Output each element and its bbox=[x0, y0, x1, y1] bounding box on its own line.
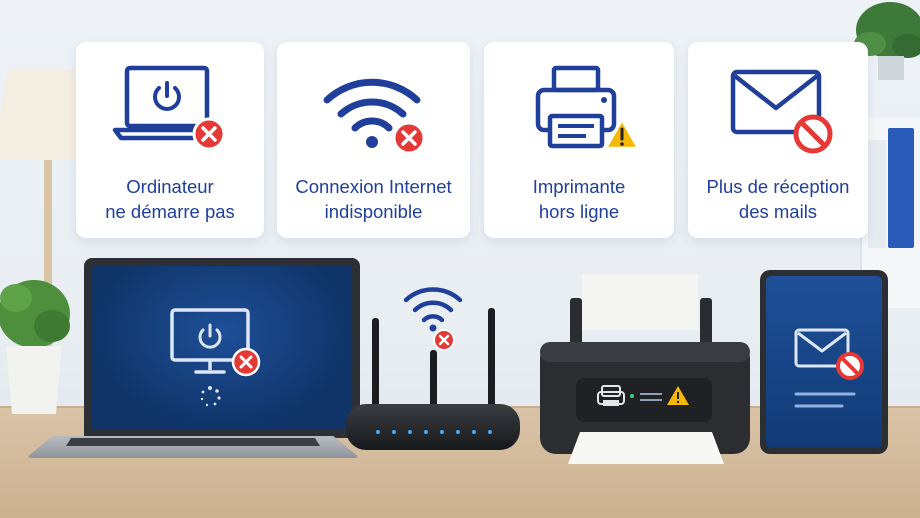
laptop-device bbox=[26, 258, 360, 478]
printer-device bbox=[540, 274, 750, 464]
tablet-screen bbox=[766, 276, 882, 448]
issue-card-internet[interactable]: Connexion Internet indisponible bbox=[277, 42, 470, 238]
label-line: Plus de réception bbox=[706, 176, 850, 197]
binder-white bbox=[868, 140, 886, 248]
floor-lamp-shade bbox=[0, 70, 90, 160]
laptop-screen bbox=[92, 266, 352, 430]
issue-label-printer: Imprimante hors ligne bbox=[489, 174, 669, 224]
router-wifi-error-icon bbox=[403, 287, 463, 351]
router-body bbox=[346, 404, 520, 450]
laptop-hinge bbox=[66, 438, 320, 446]
mail-blocked-icon bbox=[730, 69, 833, 154]
wifi-error-icon bbox=[323, 78, 425, 155]
router-antenna bbox=[372, 318, 379, 410]
tablet-device bbox=[760, 270, 888, 454]
laptop-power-error-icon bbox=[112, 65, 226, 151]
monitor-power-error-icon bbox=[170, 308, 261, 407]
plant-top-right-icon bbox=[854, 2, 920, 80]
label-line: Connexion Internet bbox=[295, 176, 452, 197]
floor-lamp-pole bbox=[44, 150, 52, 410]
label-line: des mails bbox=[738, 201, 818, 222]
issue-card-printer[interactable]: Imprimante hors ligne bbox=[484, 42, 674, 238]
laptop-lid bbox=[84, 258, 360, 438]
label-line: Ordinateur bbox=[126, 176, 214, 197]
router-antenna bbox=[488, 308, 495, 410]
issue-label-internet: Connexion Internet indisponible bbox=[284, 174, 464, 224]
label-line: indisponible bbox=[324, 201, 423, 222]
plant-left-icon bbox=[0, 280, 70, 414]
router-antenna bbox=[430, 350, 437, 410]
issue-card-mail[interactable]: Plus de réception des mails bbox=[688, 42, 868, 238]
router-device bbox=[346, 270, 520, 460]
binder-blue bbox=[888, 128, 914, 248]
router-leds bbox=[376, 430, 492, 434]
issue-label-mail: Plus de réception des mails bbox=[688, 174, 868, 224]
issue-card-computer[interactable]: Ordinateur ne démarre pas bbox=[76, 42, 264, 238]
issue-label-computer: Ordinateur ne démarre pas bbox=[80, 174, 260, 224]
label-line: Imprimante bbox=[532, 176, 626, 197]
tablet-mail-blocked-icon bbox=[794, 328, 864, 408]
label-line: hors ligne bbox=[538, 201, 620, 222]
printer-warning-icon bbox=[535, 65, 640, 150]
label-line: ne démarre pas bbox=[105, 201, 235, 222]
